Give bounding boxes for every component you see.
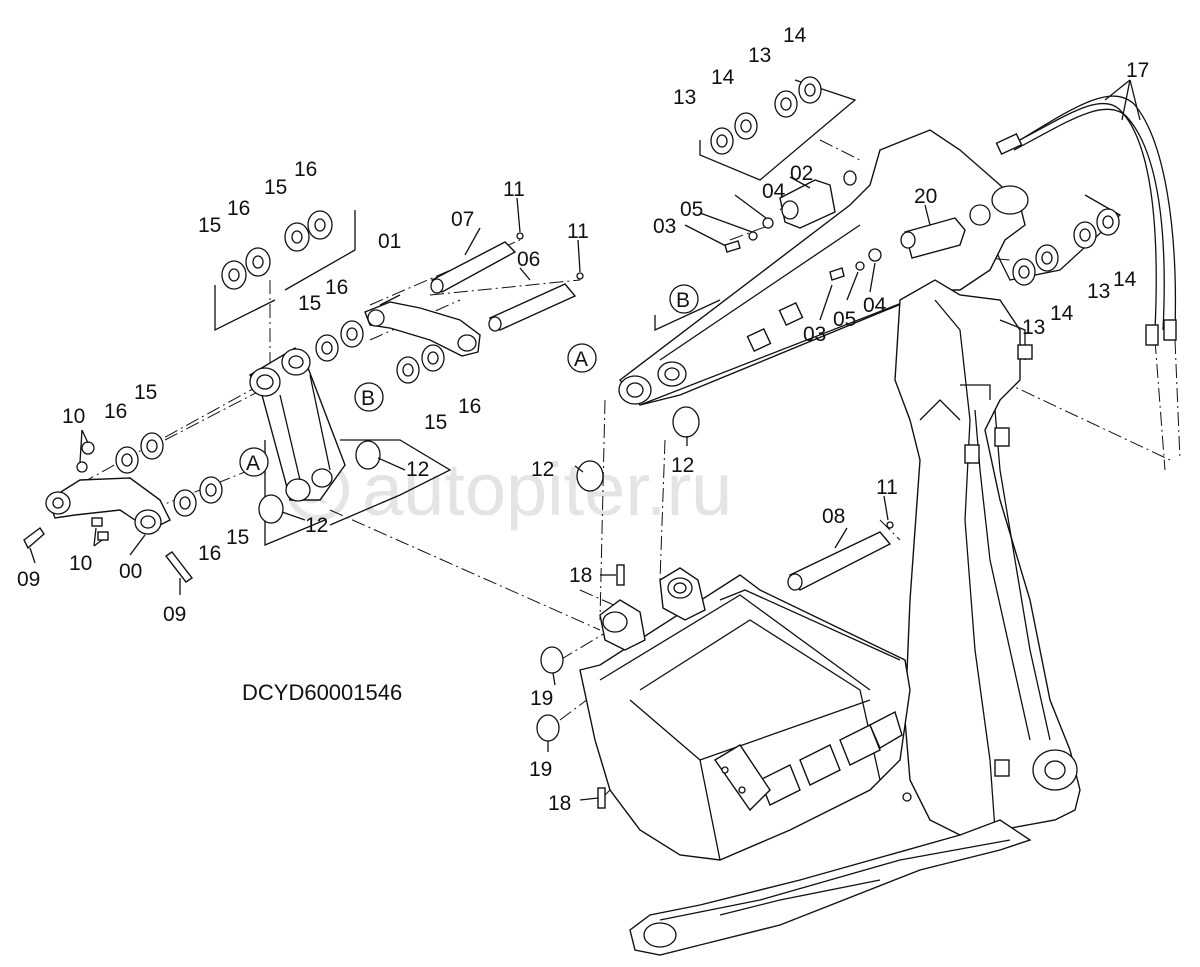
- label-12d: 12: [671, 454, 694, 477]
- label-13c: 13: [1022, 316, 1045, 339]
- label-18a: 18: [569, 564, 592, 587]
- ref-circle-a2: [567, 343, 597, 373]
- ref-circle-a1: [239, 447, 269, 477]
- bucket: [579, 567, 912, 861]
- label-01: 01: [378, 230, 401, 253]
- label-13a: 13: [673, 86, 696, 109]
- label-12b: 12: [305, 514, 328, 537]
- label-10b: 10: [69, 552, 92, 575]
- label-19b: 19: [529, 758, 552, 781]
- label-08: 08: [822, 505, 845, 528]
- label-03b: 03: [803, 323, 826, 346]
- label-11a: 11: [503, 178, 525, 201]
- label-12c: 12: [531, 458, 554, 481]
- watermark-text: autopiter.ru: [362, 448, 732, 531]
- ref-circle-b2: [669, 284, 699, 314]
- part-labels: 00 01 02 03 03 04 04 05 05 06 07 08 09 0…: [17, 24, 1149, 815]
- ref-a2: A: [574, 348, 588, 371]
- ref-b1: B: [361, 387, 375, 410]
- label-15d: 15: [134, 381, 157, 404]
- label-15f: 15: [424, 411, 447, 434]
- watermark: a autopiter.ru: [287, 448, 732, 531]
- arm-frame: [618, 129, 1081, 956]
- reference-markers: A A B B: [239, 284, 699, 477]
- boom-top-parts: [724, 179, 966, 281]
- label-11b: 11: [567, 220, 589, 243]
- label-11c: 11: [876, 476, 898, 499]
- label-13b: 13: [748, 44, 771, 67]
- washers: [115, 76, 1120, 742]
- label-12a: 12: [406, 458, 429, 481]
- label-14a: 14: [711, 66, 735, 89]
- label-15e: 15: [226, 526, 249, 549]
- label-18b: 18: [548, 792, 571, 815]
- label-03a: 03: [653, 215, 676, 238]
- label-04a: 04: [762, 180, 786, 203]
- label-00: 00: [119, 560, 142, 583]
- ref-circle-b1: [354, 382, 384, 412]
- label-04b: 04: [863, 294, 887, 317]
- label-16a: 16: [227, 197, 250, 220]
- label-14d: 14: [1113, 268, 1137, 291]
- label-leaders: [29, 79, 1141, 801]
- link-assembly: [23, 232, 894, 809]
- label-05a: 05: [680, 198, 703, 221]
- ref-b2: B: [676, 289, 690, 312]
- label-16d: 16: [104, 400, 127, 423]
- label-14c: 14: [1050, 302, 1074, 325]
- label-20: 20: [914, 185, 937, 208]
- label-05b: 05: [833, 308, 856, 331]
- diagram-code: DCYD60001546: [242, 680, 402, 705]
- label-13d: 13: [1087, 280, 1110, 303]
- label-16f: 16: [458, 395, 481, 418]
- label-09b: 09: [163, 603, 186, 626]
- label-02: 02: [790, 162, 813, 185]
- label-06: 06: [517, 248, 540, 271]
- label-07: 07: [451, 208, 474, 231]
- label-09a: 09: [17, 568, 40, 591]
- label-14b: 14: [783, 24, 807, 47]
- label-16c: 16: [325, 276, 348, 299]
- label-15c: 15: [298, 292, 321, 315]
- label-10a: 10: [62, 405, 85, 428]
- label-17: 17: [1126, 59, 1149, 82]
- hydraulic-hoses: [995, 95, 1177, 346]
- label-15a: 15: [198, 214, 221, 237]
- label-16e: 16: [198, 542, 221, 565]
- label-15b: 15: [264, 176, 287, 199]
- ref-a1: A: [246, 452, 260, 475]
- label-16b: 16: [294, 158, 317, 181]
- label-19a: 19: [530, 687, 553, 710]
